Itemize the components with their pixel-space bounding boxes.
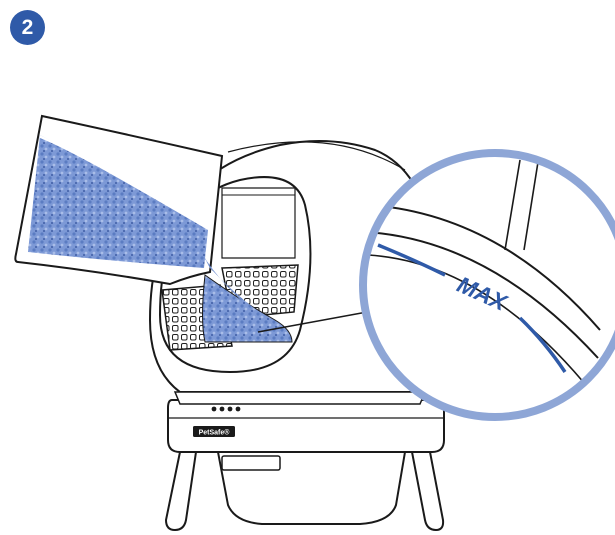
brand-label: PetSafe® [199,429,231,437]
brand-plate: PetSafe® [193,426,235,437]
max-fill-magnifier: MAX [363,153,615,417]
waste-drawer [218,452,405,524]
